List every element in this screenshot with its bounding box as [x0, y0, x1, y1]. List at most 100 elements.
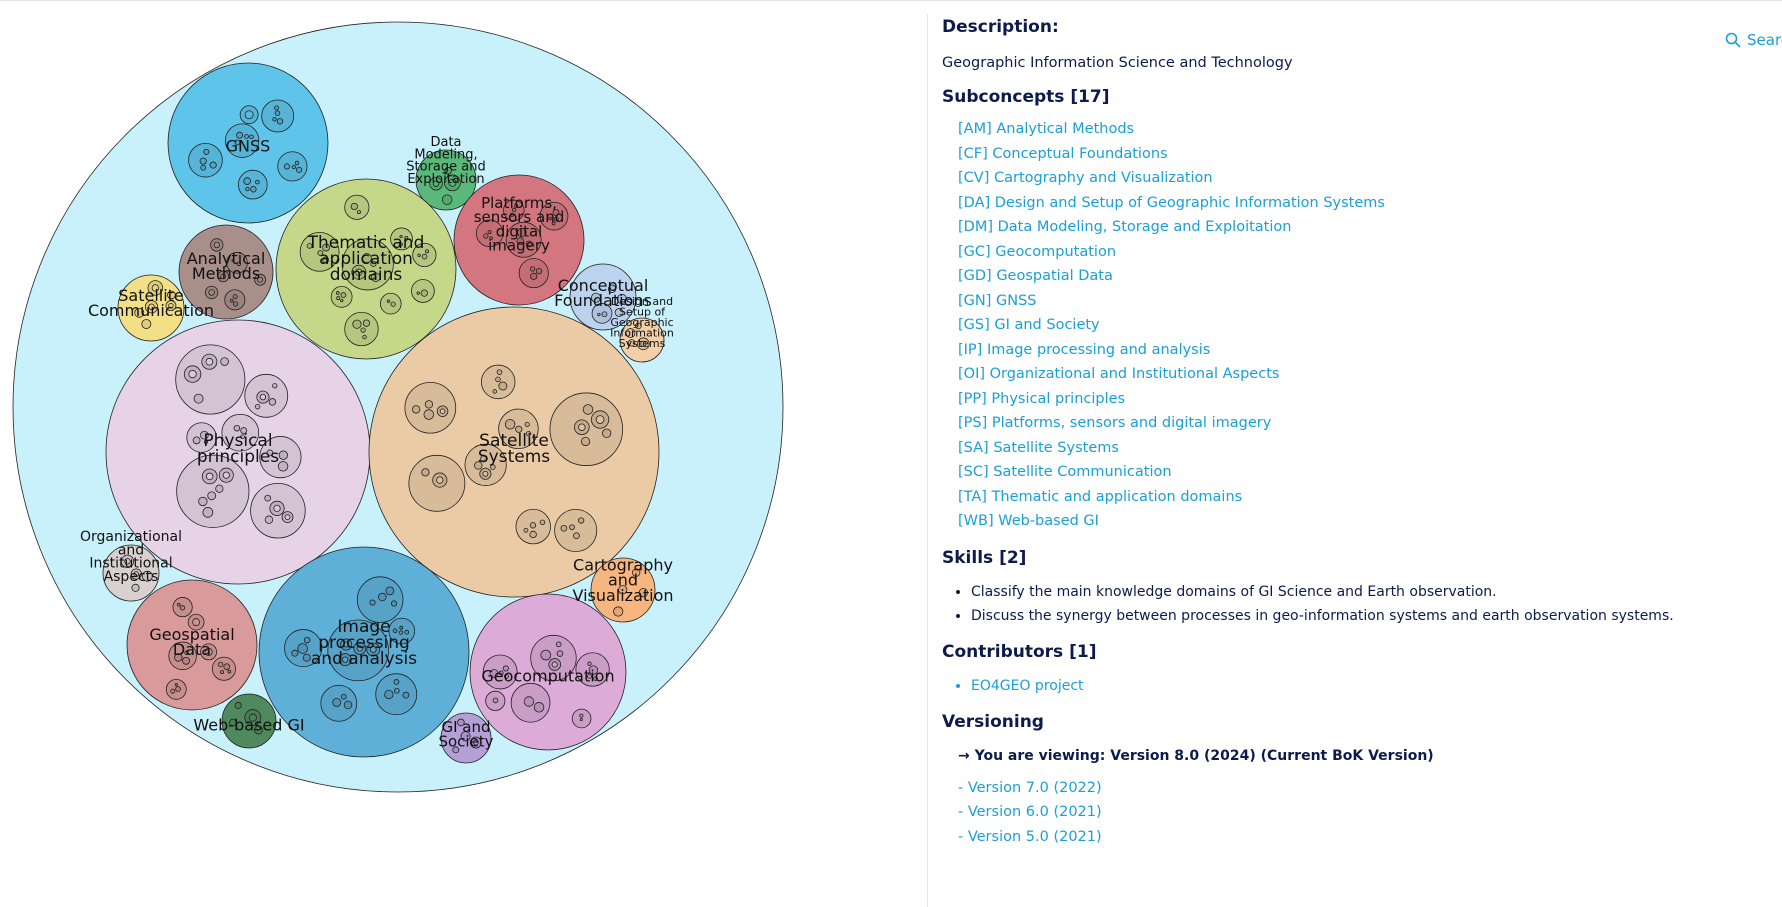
subconcept-node[interactable]: [236, 261, 242, 267]
subconcept-node[interactable]: [439, 408, 446, 415]
subconcept-node[interactable]: [335, 291, 340, 295]
subconcept-node[interactable]: [457, 718, 465, 727]
subconcept-node[interactable]: [411, 405, 421, 414]
subconcept-node[interactable]: [355, 268, 363, 276]
subconcept-link[interactable]: [IP] Image processing and analysis: [958, 341, 1211, 358]
concept-circle-gd[interactable]: [126, 579, 258, 711]
subconcept-node[interactable]: [502, 665, 509, 672]
subconcept-node[interactable]: [208, 289, 215, 296]
subconcept-node[interactable]: [553, 216, 559, 222]
subconcept-node[interactable]: [530, 272, 538, 280]
subconcept-node[interactable]: [254, 403, 261, 410]
subconcept-node[interactable]: [297, 643, 308, 654]
subconcept-node[interactable]: [613, 606, 624, 617]
subconcept-node[interactable]: [580, 436, 591, 447]
subconcept-link[interactable]: [GD] Geospatial Data: [958, 268, 1113, 284]
subconcept-node[interactable]: [510, 212, 514, 217]
subconcept-node[interactable]: [498, 381, 508, 391]
subconcept-node[interactable]: [529, 522, 537, 529]
subconcept-node[interactable]: [224, 123, 260, 158]
subconcept-node[interactable]: [533, 702, 545, 713]
subconcept-node[interactable]: [141, 319, 152, 329]
subconcept-node[interactable]: [625, 328, 636, 338]
subconcept-node[interactable]: [404, 629, 410, 635]
version-link[interactable]: - Version 7.0 (2022): [958, 779, 1102, 796]
subconcept-link[interactable]: [SC] Satellite Communication: [958, 464, 1172, 480]
subconcept-node[interactable]: [131, 583, 140, 592]
subconcept-node[interactable]: [291, 649, 299, 657]
subconcept-node[interactable]: [556, 650, 564, 657]
subconcept-node[interactable]: [200, 430, 209, 440]
subconcept-node[interactable]: [360, 327, 366, 333]
subconcept-node[interactable]: [332, 697, 342, 707]
subconcept-node[interactable]: [504, 419, 516, 430]
subconcept-node[interactable]: [193, 393, 204, 404]
subconcept-node[interactable]: [525, 430, 532, 437]
subconcept-node[interactable]: [539, 201, 569, 231]
subconcept-node[interactable]: [266, 449, 274, 457]
subconcept-node[interactable]: [356, 645, 363, 652]
subconcept-link[interactable]: [CF] Conceptual Foundations: [958, 145, 1168, 162]
subconcept-node[interactable]: [217, 661, 224, 668]
subconcept-node[interactable]: [343, 641, 350, 648]
version-link[interactable]: - Version 6.0 (2021): [958, 804, 1102, 820]
subconcept-node[interactable]: [192, 618, 201, 627]
subconcept-node[interactable]: [274, 105, 279, 111]
subconcept-node[interactable]: [489, 669, 499, 678]
version-link[interactable]: - Version 5.0 (2021): [958, 828, 1102, 845]
subconcept-node[interactable]: [240, 427, 248, 434]
subconcept-node[interactable]: [261, 99, 295, 133]
concept-circle-sa[interactable]: [368, 306, 660, 598]
subconcept-node[interactable]: [243, 177, 252, 185]
subconcept-node[interactable]: [424, 400, 434, 409]
subconcept-node[interactable]: [179, 605, 186, 611]
subconcept-node[interactable]: [579, 713, 584, 718]
subconcept-node[interactable]: [203, 148, 210, 155]
subconcept-node[interactable]: [390, 227, 413, 251]
subconcept-node[interactable]: [638, 587, 648, 598]
subconcept-node[interactable]: [597, 312, 601, 317]
subconcept-node[interactable]: [272, 117, 277, 122]
subconcept-node[interactable]: [200, 164, 207, 171]
subconcept-node[interactable]: [452, 746, 460, 754]
subconcept-node[interactable]: [350, 202, 358, 211]
subconcept-node[interactable]: [495, 376, 501, 383]
subconcept-node[interactable]: [182, 656, 190, 665]
subconcept-node[interactable]: [278, 450, 288, 460]
search-button[interactable]: Search: [1725, 31, 1782, 49]
subconcept-link[interactable]: [DM] Data Modeling, Storage and Exploita…: [958, 219, 1292, 235]
subconcept-node[interactable]: [573, 532, 580, 540]
subconcept-node[interactable]: [222, 471, 230, 479]
subconcept-node[interactable]: [616, 293, 627, 305]
subconcept-node[interactable]: [578, 517, 585, 524]
subconcept-node[interactable]: [514, 203, 519, 208]
subconcept-node[interactable]: [554, 508, 598, 552]
subconcept-link[interactable]: [SA] Satellite Systems: [958, 439, 1119, 456]
subconcept-node[interactable]: [342, 656, 349, 663]
subconcept-node[interactable]: [151, 284, 160, 292]
subconcept-node[interactable]: [393, 679, 400, 685]
subconcept-node[interactable]: [402, 691, 410, 699]
subconcept-node[interactable]: [277, 461, 289, 472]
subconcept-node[interactable]: [236, 131, 244, 139]
subconcept-node[interactable]: [398, 242, 403, 247]
subconcept-node[interactable]: [578, 423, 586, 431]
subconcept-node[interactable]: [274, 110, 281, 116]
subconcept-node[interactable]: [385, 586, 395, 596]
subconcept-node[interactable]: [515, 425, 523, 433]
subconcept-node[interactable]: [361, 253, 372, 264]
subconcept-node[interactable]: [322, 256, 330, 264]
subconcept-node[interactable]: [640, 340, 647, 347]
subconcept-node[interactable]: [174, 653, 183, 662]
subconcept-node[interactable]: [209, 161, 217, 169]
subconcept-node[interactable]: [264, 494, 272, 502]
subconcept-link[interactable]: [PP] Physical principles: [958, 390, 1126, 407]
subconcept-node[interactable]: [340, 292, 347, 298]
subconcept-node[interactable]: [229, 298, 234, 303]
subconcept-node[interactable]: [551, 221, 556, 226]
subconcept-node[interactable]: [525, 240, 533, 248]
subconcept-node[interactable]: [168, 641, 197, 671]
subconcept-node[interactable]: [207, 491, 217, 501]
subconcept-node[interactable]: [588, 665, 599, 675]
